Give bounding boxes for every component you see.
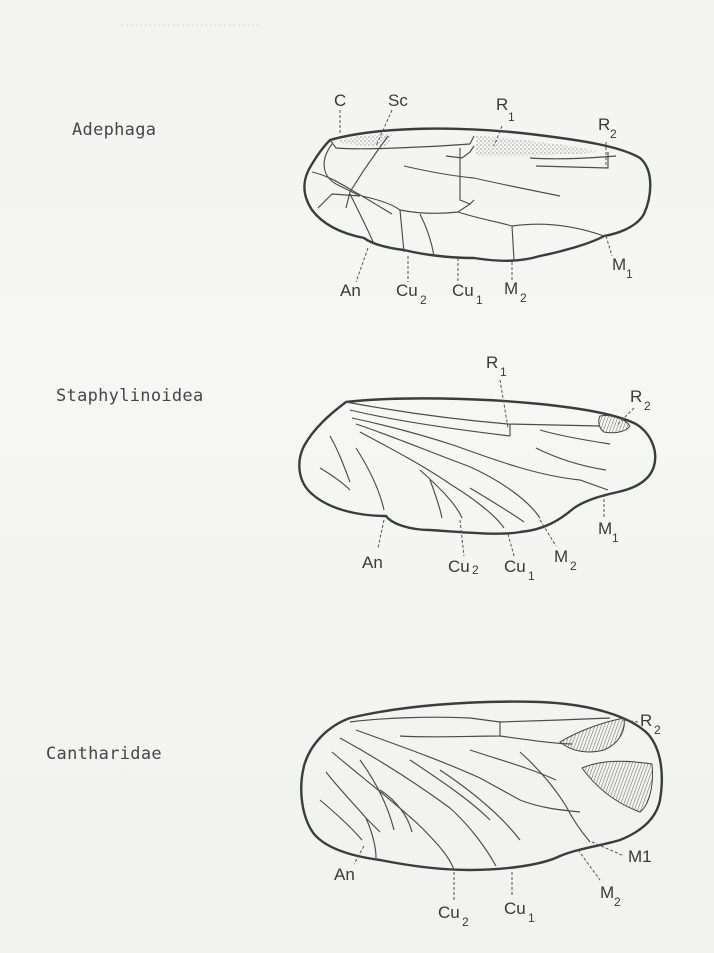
label-r2: R <box>598 115 610 134</box>
label-m1: M1 <box>628 847 652 866</box>
label-r2: R <box>630 387 642 406</box>
label-cu2: Cu <box>448 557 470 576</box>
svg-text:2: 2 <box>570 559 577 573</box>
label-m2: M <box>554 547 568 566</box>
label-sc: Sc <box>388 91 408 110</box>
svg-text:2: 2 <box>420 293 427 307</box>
wing-cantharidae <box>301 702 662 870</box>
label-cu1: Cu <box>504 899 526 918</box>
label-m2: M <box>504 279 518 298</box>
label-m1: M <box>598 519 612 538</box>
label-cu1: Cu <box>504 557 526 576</box>
labels-staphylinoidea: R 1 R 2 M 1 M 2 Cu 1 Cu 2 An <box>362 353 651 583</box>
svg-text:1: 1 <box>476 293 483 307</box>
svg-text:2: 2 <box>472 563 479 577</box>
apical-hatch-area-upper <box>560 718 624 752</box>
svg-text:2: 2 <box>644 399 651 413</box>
label-an: An <box>340 281 361 300</box>
label-r2: R <box>640 711 652 730</box>
label-m1: M <box>612 255 626 274</box>
svg-text:1: 1 <box>528 569 535 583</box>
apical-hatch-area <box>599 415 630 432</box>
label-c: C <box>334 91 346 110</box>
svg-text:2: 2 <box>610 127 617 141</box>
svg-text:2: 2 <box>520 291 527 305</box>
label-r1: R <box>496 95 508 114</box>
svg-text:1: 1 <box>612 531 619 545</box>
svg-text:2: 2 <box>614 895 621 909</box>
label-an: An <box>334 865 355 884</box>
svg-text:2: 2 <box>654 723 661 737</box>
radial-stipple-area <box>476 136 600 156</box>
svg-text:1: 1 <box>500 365 507 379</box>
svg-text:2: 2 <box>462 915 469 929</box>
svg-text:1: 1 <box>626 267 633 281</box>
wing-staphylinoidea <box>299 398 655 533</box>
wing-adephaga <box>304 129 650 261</box>
label-an: An <box>362 553 383 572</box>
apical-hatch-area-lower <box>582 761 653 812</box>
label-cu1: Cu <box>452 281 474 300</box>
svg-text:1: 1 <box>528 911 535 925</box>
label-cu2: Cu <box>438 903 460 922</box>
svg-text:1: 1 <box>508 110 515 124</box>
labels-adephaga: C Sc R 1 R 2 M 1 M 2 Cu 1 Cu 2 An <box>334 91 633 307</box>
label-m2: M <box>600 883 614 902</box>
label-r1: R <box>486 353 498 372</box>
label-cu2: Cu <box>396 281 418 300</box>
